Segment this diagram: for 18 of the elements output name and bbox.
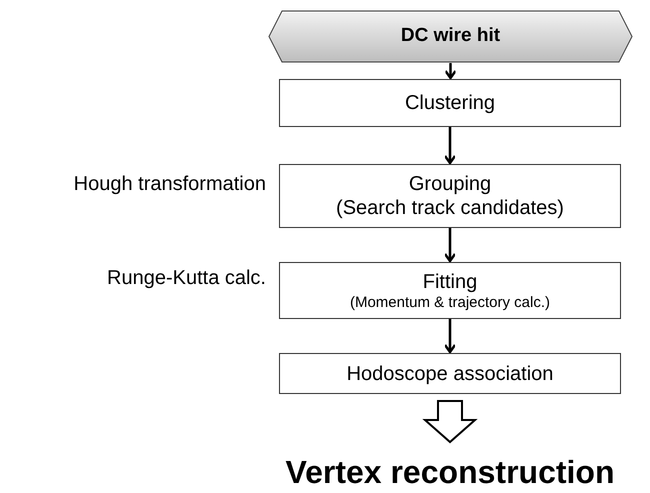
- arrow: [444, 63, 457, 80]
- block-arrow: [422, 400, 478, 444]
- process-box: [279, 79, 621, 127]
- step-label: Grouping: [408, 172, 492, 196]
- step-label: Fitting: [422, 270, 478, 294]
- result-label: Vertex reconstruction: [286, 453, 614, 492]
- process-box: [279, 353, 621, 394]
- arrow: [444, 228, 456, 262]
- step-label: DC wire hit: [400, 25, 500, 48]
- arrow: [444, 127, 456, 164]
- step-description: (Momentum & trajectory calc.): [350, 294, 550, 312]
- step-label: Clustering: [404, 91, 496, 115]
- method-note: Runge-Kutta calc.: [107, 267, 266, 290]
- start-hexagon: [268, 10, 633, 63]
- step-label: Hodoscope association: [346, 362, 554, 386]
- step-description: (Search track candidates): [336, 196, 564, 220]
- arrow: [444, 319, 456, 354]
- method-note: Hough transformation: [74, 173, 266, 196]
